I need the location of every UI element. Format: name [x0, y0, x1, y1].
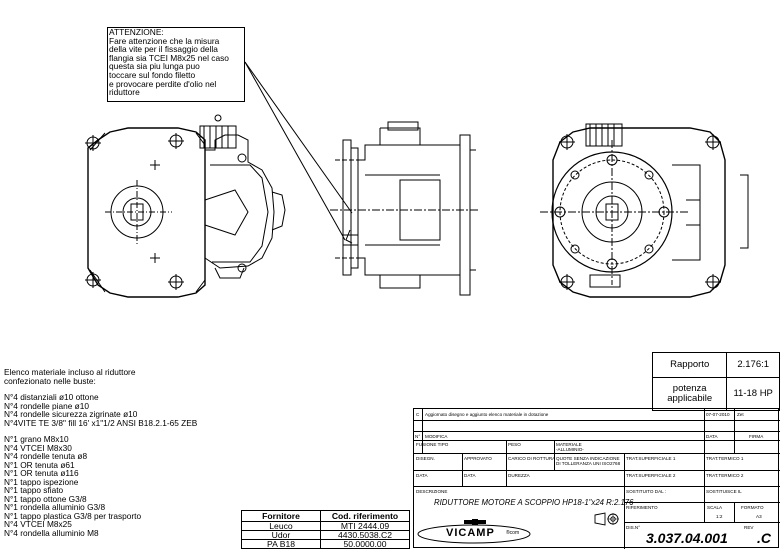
note-line: della vite per il fissaggio della	[109, 44, 218, 55]
material-line: N°1 rondella alluminio G3/8	[4, 502, 106, 512]
rev-letter: C	[416, 412, 420, 417]
quote-label: QUOTE SENZA INDICAZIONE	[556, 456, 620, 461]
note-line: flangia sia TCEI M8x25 nel caso	[109, 52, 229, 63]
rapporto-value: 2.176:1	[726, 352, 780, 378]
material-line: N°4 rondelle piane ø10	[4, 400, 89, 411]
material-line: N°1 tappo plastica G3/8 per trasporto	[4, 510, 142, 521]
note-line: toccare sul fondo filetto	[109, 69, 196, 80]
supplier-table: Fornitore Cod. riferimento Leuco MTI 244…	[241, 510, 410, 549]
projection-symbol-icon	[594, 512, 619, 526]
material-list: Elenco materiale incluso al riduttore co…	[4, 368, 197, 537]
materiale-label: MATERIALE	[556, 442, 582, 447]
potenza-line: applicabile	[667, 393, 713, 404]
middle-view	[330, 121, 480, 296]
note-line: riduttore	[109, 87, 140, 98]
scala-label: SCALA	[707, 505, 723, 510]
drawing-number: 3.037.04.001	[646, 530, 728, 546]
rev-label: REV	[744, 525, 754, 530]
data2-label: DATA	[464, 473, 476, 478]
note-line: questa sia piu lunga puo	[109, 61, 200, 72]
revision-value: .C	[757, 530, 771, 546]
disegn-label: DISEGN.	[416, 456, 435, 461]
description-text: RIDUTTORE MOTORE A SCOPPIO HP18-1"x24 R:…	[434, 498, 634, 507]
rev-by: Zet	[737, 412, 744, 417]
materiale-value: -ALLUMINIO-	[556, 447, 584, 452]
material-line: N°1 tappo sfiato	[4, 485, 64, 495]
note-line: ATTENZIONE:	[109, 27, 164, 37]
right-view	[540, 123, 749, 298]
trat-term2-label: TRAT.TERMICO 2	[706, 473, 744, 478]
note-line: e provocare perdite d'olio nel	[109, 78, 217, 89]
rev-note: Aggiornato disegno e aggiunto elenco mat…	[425, 412, 549, 417]
scala-value: 1:2	[716, 514, 723, 519]
material-line: Elenco materiale incluso al riduttore	[4, 367, 136, 377]
data1-label: DATA	[416, 473, 428, 478]
potenza-line: potenza	[672, 383, 707, 394]
formato-value: A3	[756, 514, 762, 519]
material-line: N°4 rondelle tenuta ø8	[4, 451, 88, 461]
carico-label: CARICO DI ROTTURA	[508, 456, 556, 461]
vicamp-logo: VICAMP ®com	[416, 519, 532, 545]
material-line: N°4 distanziali ø10 ottone	[4, 392, 99, 402]
riferimento-label: RIFERIMENTO	[626, 505, 658, 510]
material-line: N°4 VTCEI M8x25	[4, 519, 72, 529]
material-line: confezionato nelle buste:	[4, 375, 96, 386]
descrizione-label: DESCRIZIONE	[416, 489, 448, 494]
trat-sup1-label: TRAT.SUPERFICIALE 1	[626, 456, 676, 461]
tolleranza-label: DI TOLLERANZA UNI ISO2768	[556, 461, 621, 466]
code-cell: 50.0000.00	[320, 539, 410, 549]
trat-term1-label: TRAT.TERMICO 1	[706, 456, 744, 461]
logo-suffix: ®com	[506, 530, 520, 536]
supplier-cell: PA B18	[241, 539, 321, 549]
rapporto-label: Rapporto	[651, 352, 728, 378]
supplier-header: Fornitore	[241, 510, 321, 522]
peso-label: PESO	[508, 442, 521, 447]
attention-note: ATTENZIONE: Fare attenzione che la misur…	[107, 27, 245, 102]
material-line: N°1 grano M8x10	[4, 434, 69, 444]
sostituito-label: SOSTITUITO DAL :	[626, 489, 667, 494]
rev-col-modifica: MODIFICA	[425, 434, 448, 439]
left-view	[85, 114, 286, 298]
material-line: N°4 VTCEI M8x30	[4, 442, 72, 453]
rev-col-data: DATA	[706, 434, 718, 439]
sostituisce-label: SOSTITUISCE IL	[706, 489, 742, 494]
leader-line	[244, 61, 346, 241]
rev-date: 07-07-2010	[706, 412, 730, 417]
title-block: C Aggiornato disegno e aggiunto elenco m…	[413, 408, 780, 549]
durezza-label: DUREZZA	[508, 473, 530, 478]
table-row: PA B18 50.0000.00	[241, 539, 410, 549]
leader-line	[244, 61, 353, 214]
rev-col-firma: FIRMA	[749, 434, 764, 439]
code-header: Cod. riferimento	[320, 510, 410, 522]
rev-col-n: N°	[415, 434, 421, 439]
formato-label: FORMATO	[741, 505, 764, 510]
material-line: N°4 rondelle sicurezza zigrinate ø10	[4, 409, 138, 419]
material-line: N°1 tappo ispezione	[4, 476, 79, 487]
material-line: N°4 rondella alluminio M8	[4, 527, 99, 538]
material-line: N°1 OR tenuta ø61	[4, 459, 75, 470]
fusione-label: FUSIONE TIPO	[416, 442, 449, 447]
material-line: N°1 tappo ottone G3/8	[4, 493, 87, 504]
approvato-label: APPROVATO	[464, 456, 492, 461]
ratio-table: Rapporto 2.176:1 potenza applicabile 11-…	[651, 352, 780, 411]
note-line: Fare attenzione che la misura	[109, 35, 220, 46]
trat-sup2-label: TRAT.SUPERFICIALE 2	[626, 473, 676, 478]
potenza-value: 11-18 HP	[726, 377, 780, 411]
material-line: N°1 OR tenuta ø116	[4, 468, 79, 478]
material-line: N°4VITE TE 3/8" fill 16' x1"1/2 ANSI B18…	[4, 417, 198, 428]
potenza-label: potenza applicabile	[651, 377, 728, 411]
dis-n-label: DIS.N°	[626, 525, 641, 530]
logo-text: VICAMP	[446, 527, 495, 539]
